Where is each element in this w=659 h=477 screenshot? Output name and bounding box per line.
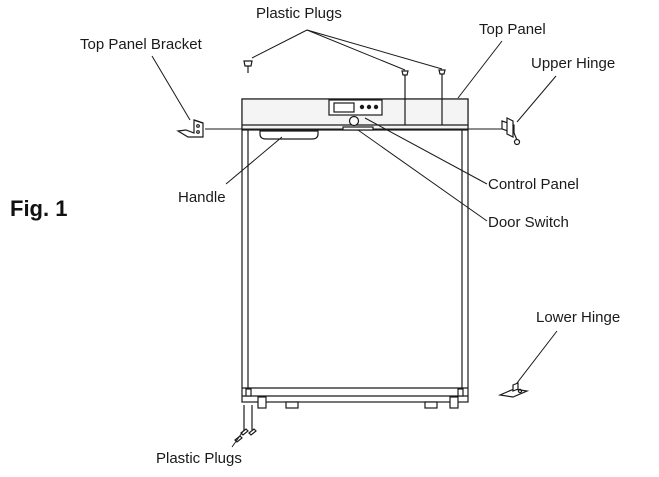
leader-lines <box>151 29 558 448</box>
door-switch <box>342 126 374 131</box>
label-handle: Handle <box>178 189 226 206</box>
upper-hinge <box>501 117 521 146</box>
cabinet-body <box>241 98 469 403</box>
top-panel-bracket <box>176 119 204 138</box>
plastic-plug-top-2 <box>401 70 409 125</box>
label-upper-hinge: Upper Hinge <box>531 55 616 72</box>
plastic-plug-top-3 <box>438 69 446 125</box>
label-lower-hinge: Lower Hinge <box>536 309 621 326</box>
plastic-plugs-bottom <box>234 405 257 443</box>
label-top-panel: Top Panel <box>479 21 546 38</box>
figure-label: Fig. 1 <box>10 196 68 221</box>
plastic-plug-top-1 <box>243 60 253 73</box>
control-panel <box>328 99 383 127</box>
label-plastic-plugs-top: Plastic Plugs <box>256 5 342 22</box>
label-top-panel-bracket: Top Panel Bracket <box>80 36 202 53</box>
label-door-switch: Door Switch <box>488 214 569 231</box>
label-plastic-plugs-bottom: Plastic Plugs <box>156 450 242 467</box>
lower-hinge <box>497 382 530 398</box>
label-control-panel: Control Panel <box>488 176 579 193</box>
handle <box>259 130 319 140</box>
cabinet-feet <box>245 388 464 409</box>
